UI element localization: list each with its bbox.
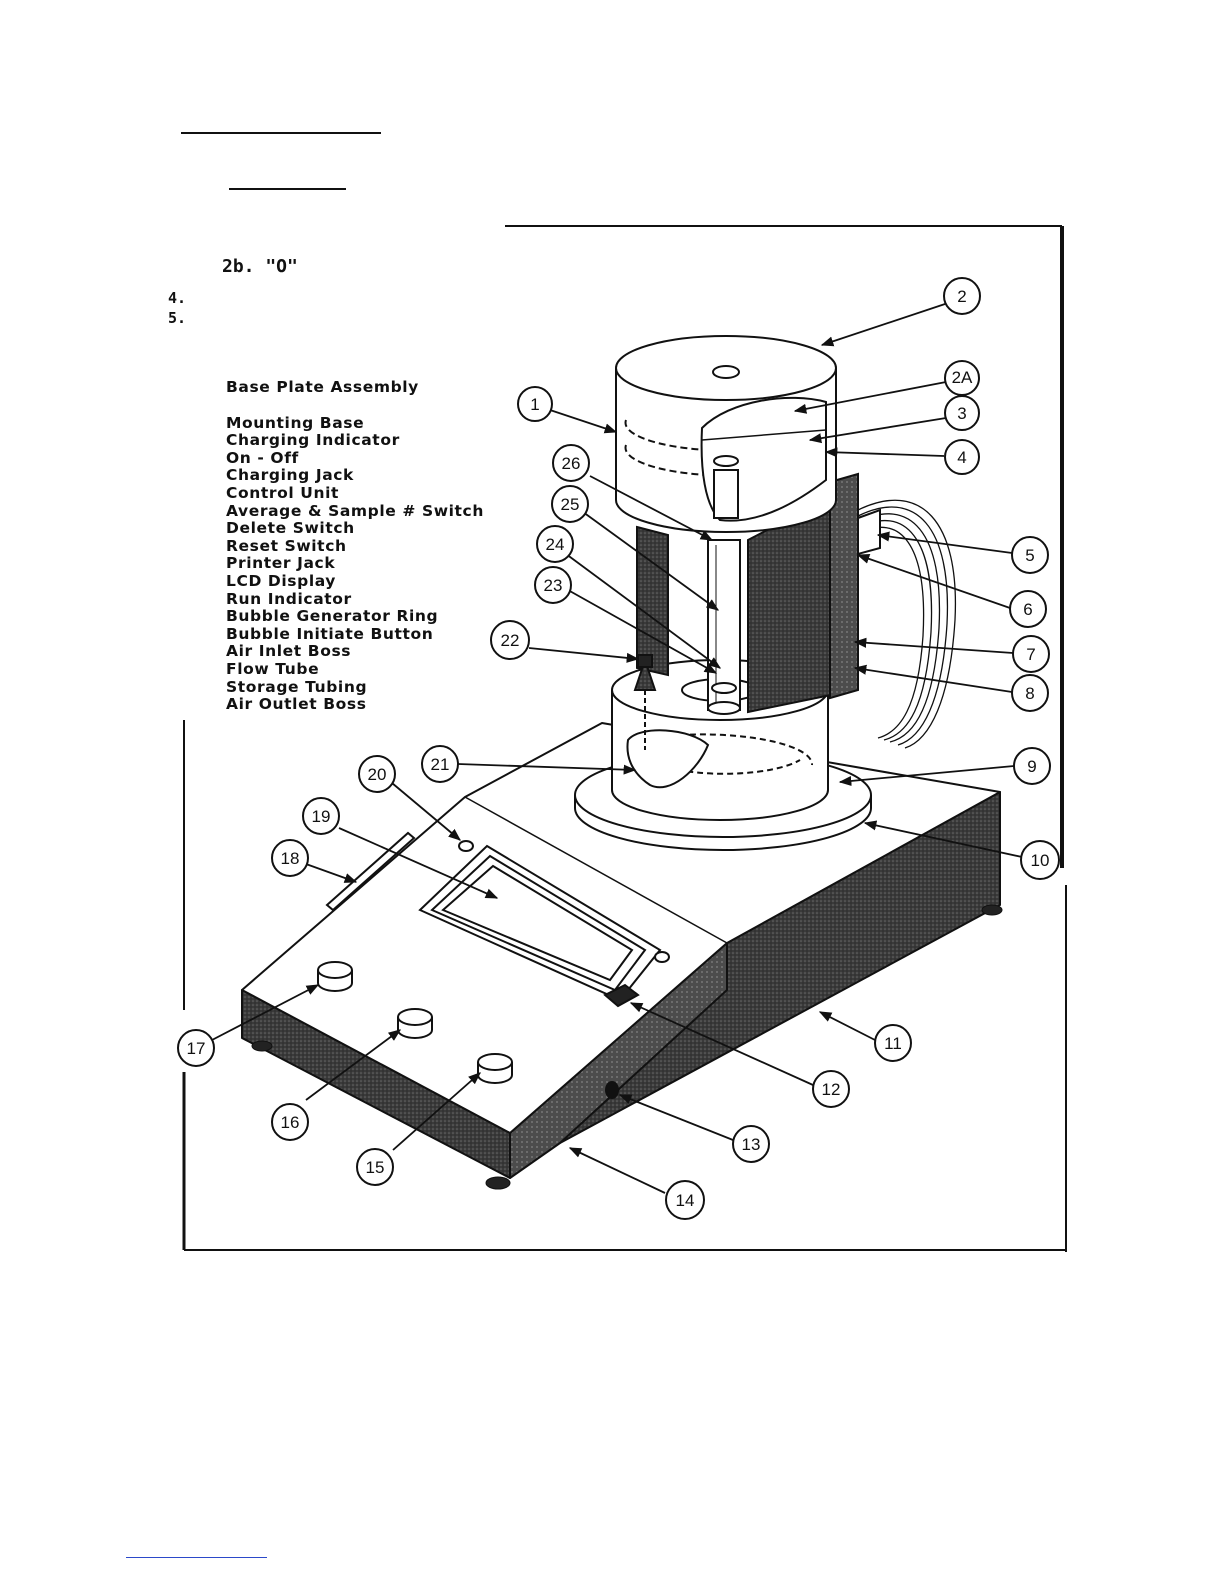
delete-switch bbox=[477, 1053, 513, 1084]
upper-cylinder bbox=[615, 335, 837, 533]
callout-23: 23 bbox=[534, 566, 572, 604]
storage-tubing bbox=[857, 499, 957, 749]
parts-list-item: Reset Switch bbox=[226, 536, 347, 555]
charging-jack bbox=[605, 1081, 619, 1099]
parts-list-item: Charging Jack bbox=[226, 466, 354, 485]
svg-text:3: 3 bbox=[957, 404, 966, 423]
callout-5: 5 bbox=[1011, 536, 1049, 574]
svg-text:23: 23 bbox=[544, 576, 563, 595]
svg-text:20: 20 bbox=[368, 765, 387, 784]
svg-text:15: 15 bbox=[366, 1158, 385, 1177]
svg-text:8: 8 bbox=[1025, 684, 1034, 703]
svg-text:25: 25 bbox=[561, 495, 580, 514]
callout-13: 13 bbox=[732, 1125, 770, 1163]
parts-list-item: Flow Tube bbox=[226, 659, 320, 678]
svg-text:16: 16 bbox=[281, 1113, 300, 1132]
parts-list-item: Mounting Base bbox=[226, 413, 365, 432]
callout-11: 11 bbox=[874, 1024, 912, 1062]
callout-10: 10 bbox=[1020, 840, 1060, 880]
svg-text:14: 14 bbox=[676, 1191, 695, 1210]
parts-list-item: LCD Display bbox=[226, 571, 337, 590]
run-indicator-icon bbox=[654, 951, 670, 963]
item-5-fragment: 5. bbox=[168, 309, 187, 327]
item-4-fragment: 4. bbox=[168, 289, 187, 307]
callout-6: 6 bbox=[1009, 590, 1047, 628]
parts-list-item: Average & Sample # Switch bbox=[226, 501, 484, 520]
callout-9: 9 bbox=[1013, 747, 1051, 785]
callout-15: 15 bbox=[356, 1148, 394, 1186]
svg-text:9: 9 bbox=[1027, 757, 1036, 776]
callout-22: 22 bbox=[490, 620, 530, 660]
parts-list-item: On - Off bbox=[226, 448, 299, 467]
push-buttons bbox=[317, 961, 513, 1084]
callout-4: 4 bbox=[944, 439, 980, 475]
svg-text:19: 19 bbox=[312, 807, 331, 826]
callout-numbers: 1 2 2A 3 4 5 6 7 8 9 10 11 12 13 14 15 1… bbox=[177, 277, 1060, 1220]
svg-text:24: 24 bbox=[546, 535, 565, 554]
svg-text:10: 10 bbox=[1031, 851, 1050, 870]
air-outlet-boss bbox=[857, 508, 881, 556]
callout-2a: 2A bbox=[944, 360, 980, 396]
heading-underline-top bbox=[181, 132, 381, 134]
parts-list-item: Delete Switch bbox=[226, 519, 355, 538]
air-inlet-boss bbox=[633, 654, 657, 750]
callout-26: 26 bbox=[552, 444, 590, 482]
svg-text:5: 5 bbox=[1025, 546, 1034, 565]
parts-list-item: Air Outlet Boss bbox=[226, 695, 367, 714]
parts-list-item: Air Inlet Boss bbox=[226, 642, 352, 661]
svg-text:11: 11 bbox=[884, 1034, 902, 1053]
callout-7: 7 bbox=[1012, 635, 1050, 673]
printer-jack bbox=[603, 983, 640, 1008]
parts-list-item: Run Indicator bbox=[226, 589, 352, 608]
svg-text:18: 18 bbox=[281, 849, 300, 868]
indicators bbox=[458, 840, 670, 963]
callout-20: 20 bbox=[358, 755, 396, 793]
footer-link-underline bbox=[126, 1557, 267, 1558]
item-2b-fragment: 2b. "O" bbox=[222, 256, 298, 277]
svg-text:13: 13 bbox=[742, 1135, 761, 1154]
svg-text:6: 6 bbox=[1023, 600, 1032, 619]
parts-list: Base Plate Assembly Mounting Base Chargi… bbox=[226, 378, 484, 714]
callout-2: 2 bbox=[943, 277, 981, 315]
parts-list-item: Control Unit bbox=[226, 483, 340, 502]
heading-underline-second bbox=[229, 188, 346, 190]
callout-3: 3 bbox=[944, 395, 980, 431]
callout-1: 1 bbox=[517, 386, 553, 422]
svg-text:22: 22 bbox=[501, 631, 520, 650]
svg-text:1: 1 bbox=[530, 395, 539, 414]
callout-18: 18 bbox=[271, 839, 309, 877]
svg-text:2A: 2A bbox=[952, 368, 973, 387]
callout-14: 14 bbox=[665, 1180, 705, 1220]
charging-indicator-icon bbox=[458, 840, 474, 852]
callout-25: 25 bbox=[551, 485, 589, 523]
on-off-button bbox=[317, 961, 353, 992]
average-sample-switch bbox=[397, 1008, 433, 1039]
support-columns bbox=[636, 472, 859, 714]
svg-text:26: 26 bbox=[562, 454, 581, 473]
callout-17: 17 bbox=[177, 1029, 215, 1067]
svg-text:12: 12 bbox=[822, 1080, 841, 1099]
svg-text:17: 17 bbox=[187, 1039, 206, 1058]
base-feet bbox=[251, 904, 1003, 1190]
svg-text:2: 2 bbox=[957, 287, 966, 306]
svg-text:7: 7 bbox=[1026, 645, 1035, 664]
parts-list-item: Printer Jack bbox=[226, 554, 336, 573]
parts-list-item: Bubble Initiate Button bbox=[226, 624, 434, 643]
callout-leaders bbox=[211, 303, 1023, 1194]
svg-text:4: 4 bbox=[957, 448, 966, 467]
callout-16: 16 bbox=[271, 1103, 309, 1141]
figure-frame bbox=[182, 225, 1067, 1252]
flow-tube bbox=[707, 539, 741, 715]
parts-list-item: Base Plate Assembly bbox=[226, 378, 419, 396]
parts-list-item: Charging Indicator bbox=[226, 431, 400, 450]
svg-text:21: 21 bbox=[431, 755, 450, 774]
callout-8: 8 bbox=[1011, 674, 1049, 712]
callout-21: 21 bbox=[421, 745, 459, 783]
callout-12: 12 bbox=[812, 1070, 850, 1108]
callout-24: 24 bbox=[536, 525, 574, 563]
parts-list-item: Storage Tubing bbox=[226, 677, 368, 696]
parts-list-item: Bubble Generator Ring bbox=[226, 607, 439, 626]
callout-19: 19 bbox=[302, 797, 340, 835]
